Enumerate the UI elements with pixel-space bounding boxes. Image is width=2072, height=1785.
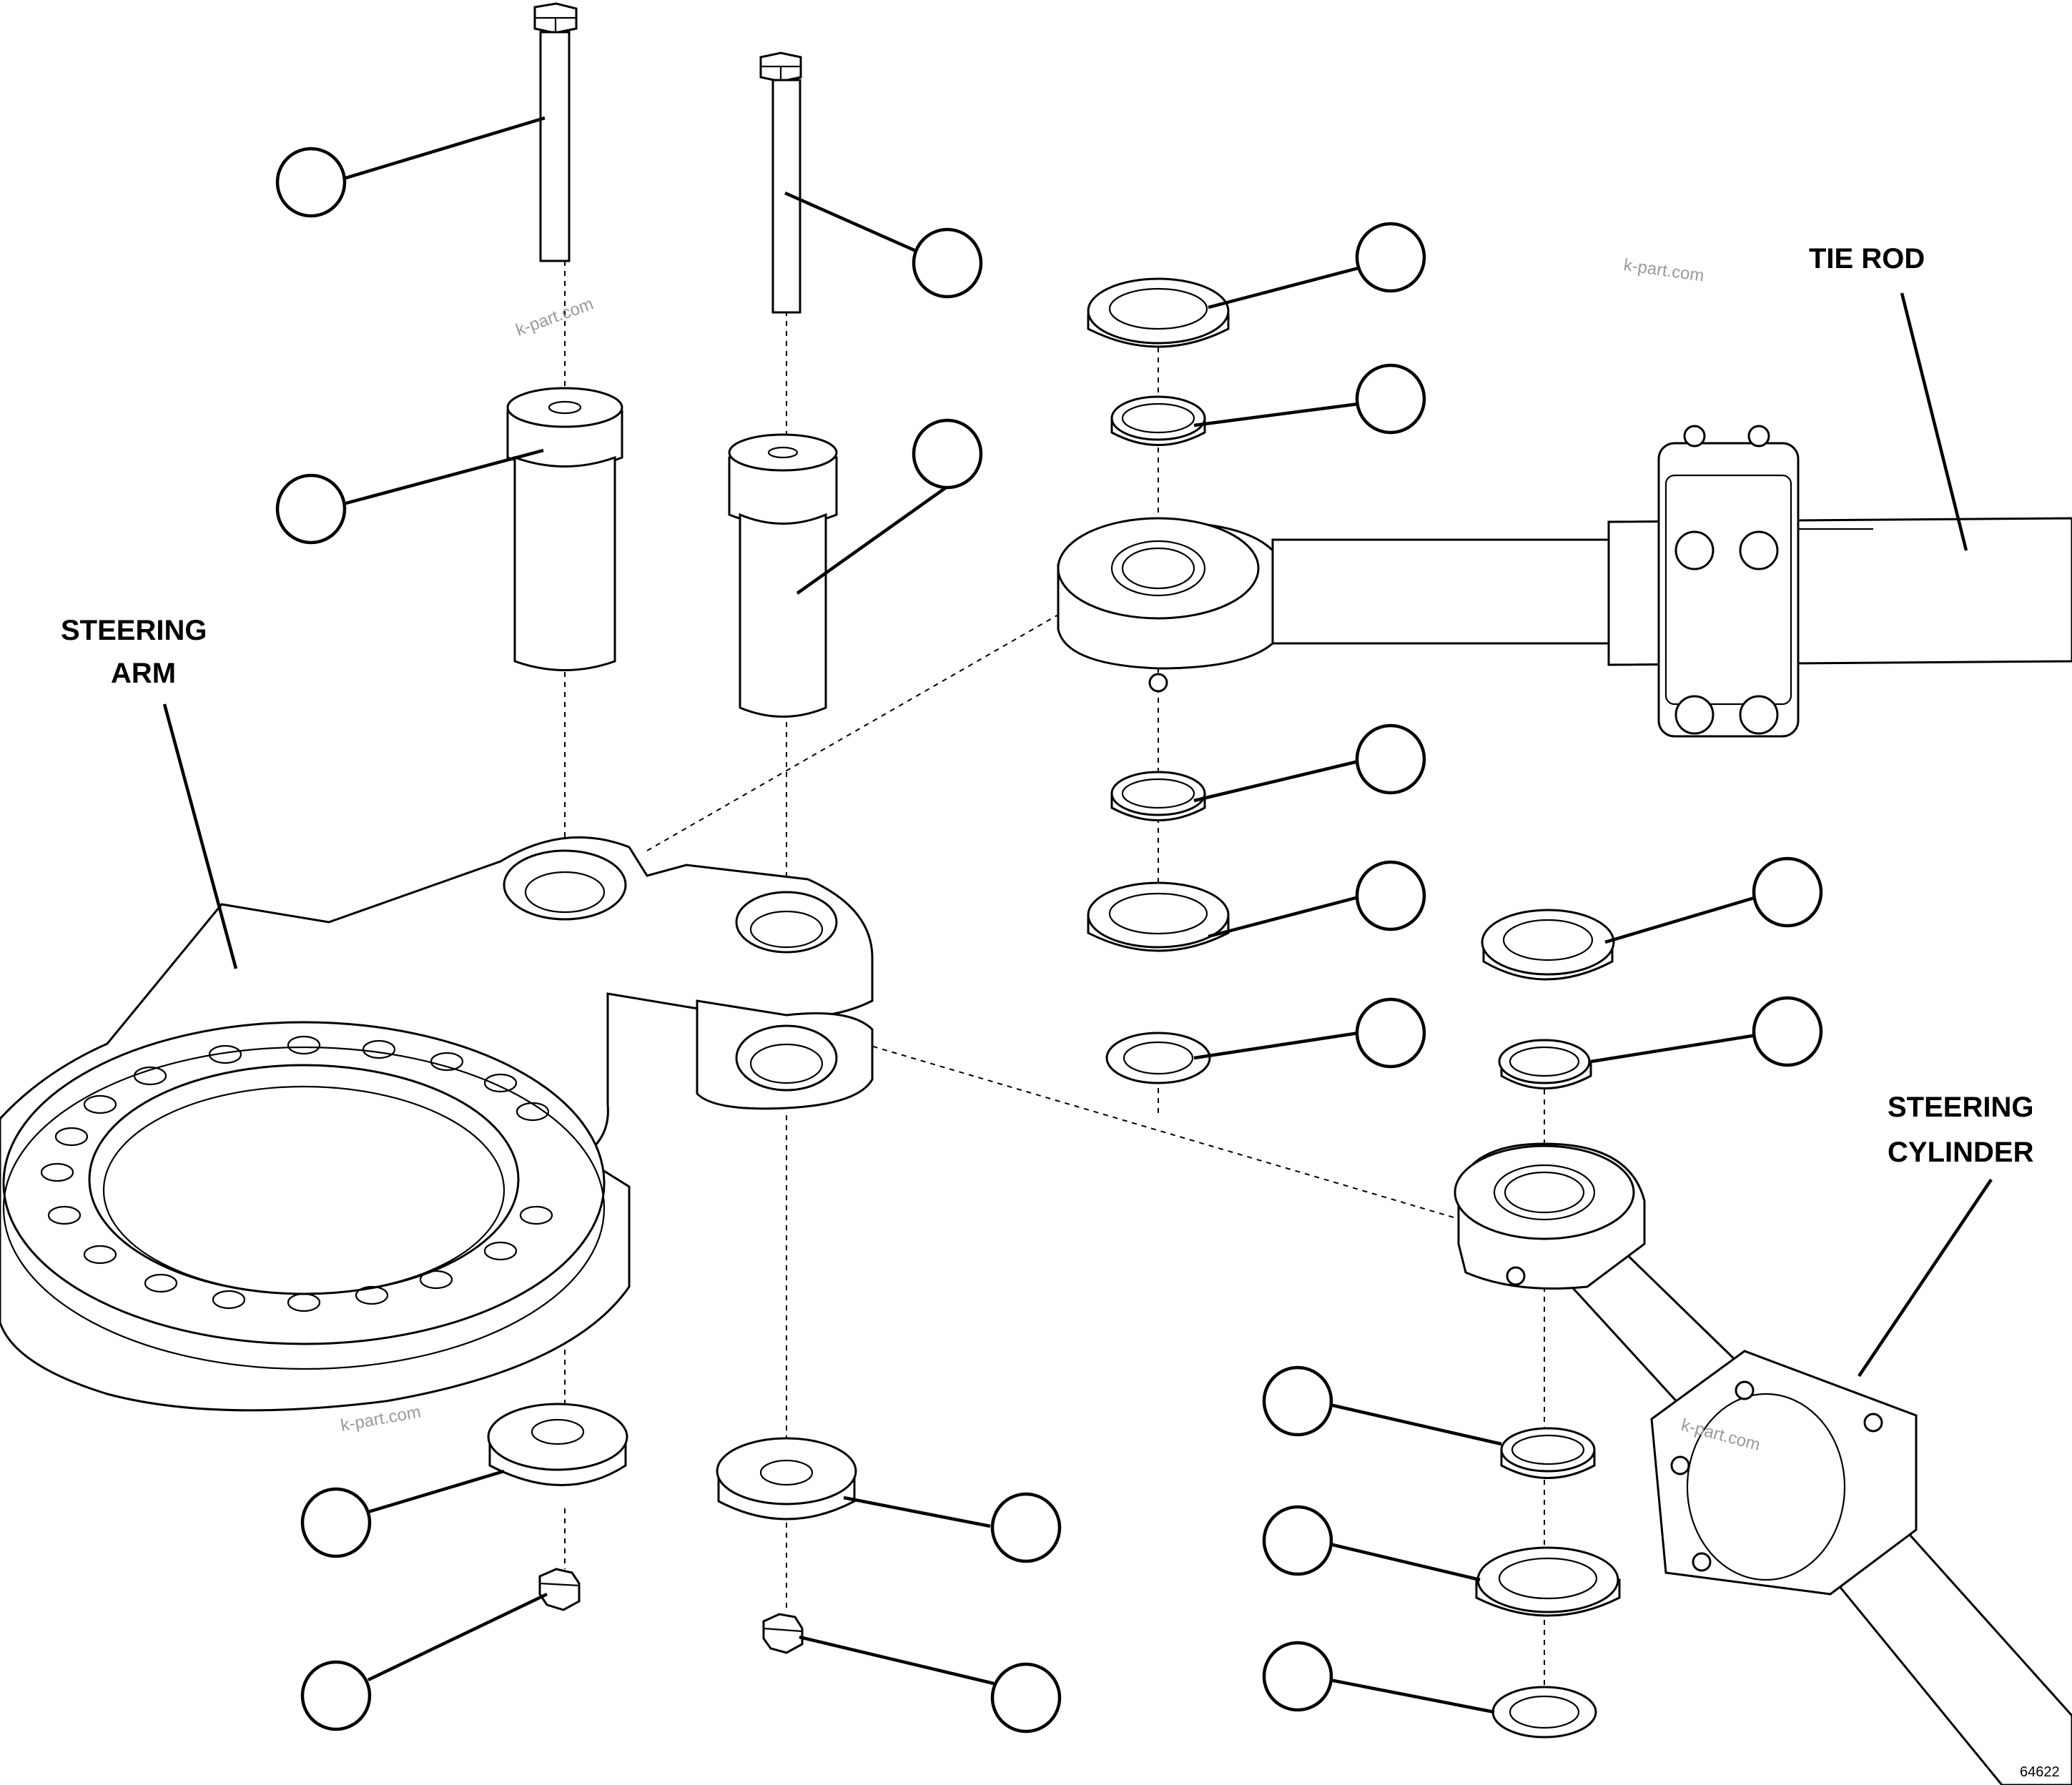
watermark-text: k-part.com: [1622, 255, 1705, 286]
steering-arm: [0, 836, 874, 1412]
cylinder-bearing-stack: [1475, 909, 1621, 1739]
callout-balloon: [1262, 1365, 1333, 1437]
steering-arm-label-line1: STEERING: [61, 615, 207, 646]
tie-rod-label: TIE ROD: [1809, 243, 1925, 275]
callout-balloon: [1355, 222, 1426, 293]
spacer-right: [728, 433, 838, 718]
watermark-text: k-part.com: [339, 1403, 422, 1435]
callout-balloon: [1752, 996, 1823, 1067]
tie-rod-assembly: [1057, 425, 2072, 738]
callout-balloon: [275, 147, 347, 218]
callout-balloon: [1262, 1505, 1333, 1576]
callout-balloon: [1355, 723, 1426, 795]
steering-cylinder-assembly: [1454, 1142, 2072, 1785]
bolt-left: [533, 2, 578, 262]
bolt-right: [759, 51, 802, 314]
figure-number: 64622: [2020, 1764, 2060, 1780]
watermark-text: k-part.com: [513, 294, 596, 340]
callout-balloons: [275, 147, 1823, 1734]
nut-left: [538, 1568, 581, 1611]
callout-balloon: [1752, 856, 1823, 928]
callout-balloon: [990, 1492, 1062, 1563]
washer-left: [487, 1403, 628, 1486]
nut-right: [762, 1613, 804, 1654]
component-labels: STEERING ARM TIE ROD STEERING CYLINDER 6…: [61, 243, 2060, 1780]
washer-right: [716, 1437, 857, 1521]
callout-balloon: [912, 418, 983, 490]
callout-balloon: [1355, 860, 1426, 931]
steering-arm-label-line2: ARM: [111, 658, 176, 689]
callout-balloon: [1355, 997, 1426, 1069]
callout-balloon: [1262, 1641, 1333, 1712]
callout-balloon: [300, 1660, 372, 1731]
spacer-left: [506, 387, 623, 671]
callout-balloon: [275, 473, 347, 545]
callout-balloon: [990, 1662, 1062, 1734]
tie-rod-bearing-stack: [1087, 277, 1230, 1084]
callout-balloon: [1355, 363, 1426, 435]
callout-balloon: [912, 227, 983, 299]
callout-leaders: [162, 116, 1993, 1714]
ring-bolt-holes: [40, 1035, 553, 1312]
steering-cylinder-label-line1: STEERING: [1888, 1092, 2033, 1123]
steering-cylinder-label-line2: CYLINDER: [1888, 1137, 2034, 1168]
callout-balloon: [300, 1487, 372, 1558]
